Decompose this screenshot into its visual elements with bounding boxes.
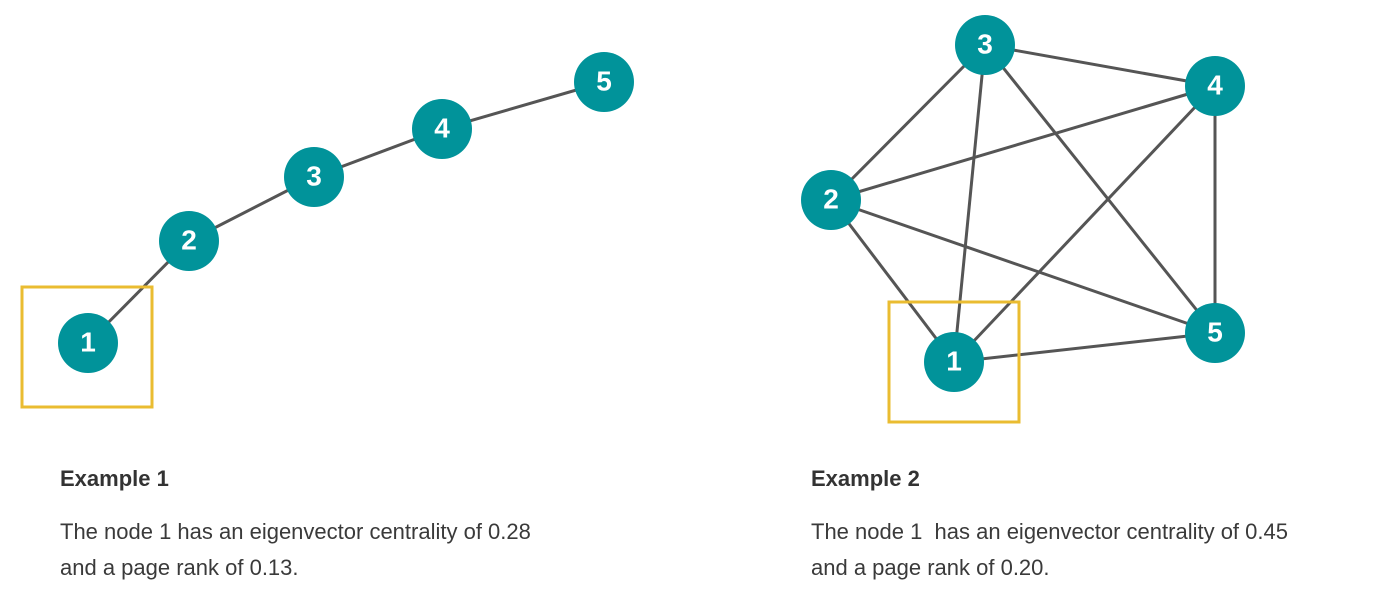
example-2-title: Example 2 [811, 466, 920, 491]
node-2-label: 2 [823, 183, 839, 214]
node-1-label: 1 [80, 326, 96, 357]
node-1: 1 [58, 313, 118, 373]
node-1-circle [58, 313, 118, 373]
example-1-line-2: and a page rank of 0.13. [60, 555, 299, 580]
node-2: 2 [801, 170, 861, 230]
node-4-circle [1185, 56, 1245, 116]
edge-3-4 [984, 43, 1216, 88]
node-4-label: 4 [1207, 69, 1223, 100]
node-3: 3 [955, 15, 1015, 75]
node-2: 2 [159, 211, 219, 271]
node-4-circle [412, 99, 472, 159]
highlight-box-node-1 [887, 300, 1021, 424]
edge-1-3 [952, 44, 987, 363]
node-5: 5 [1185, 303, 1245, 363]
example-1-line-1: The node 1 has an eigenvector centrality… [60, 519, 531, 544]
edge-1-2 [829, 199, 956, 363]
edge-1-5 [953, 331, 1216, 364]
example-2-description: The node 1 has an eigenvector centrality… [811, 514, 1400, 586]
graph-diagrams: 1 2 3 4 5 1 2 3 4 5 [20, 15, 1245, 424]
node-5-label: 5 [1207, 316, 1223, 347]
node-1-label: 1 [946, 345, 962, 376]
node-4: 4 [1185, 56, 1245, 116]
edge-2-4 [830, 84, 1216, 202]
edge-2-5 [830, 198, 1216, 335]
example-2-graph: 1 2 3 4 5 [801, 15, 1245, 424]
node-5-label: 5 [596, 65, 612, 96]
highlight-box-node-1 [20, 285, 154, 409]
node-3-label: 3 [306, 160, 322, 191]
node-1-circle [924, 332, 984, 392]
node-5-circle [1185, 303, 1245, 363]
node-3-label: 3 [977, 28, 993, 59]
node-5: 5 [574, 52, 634, 112]
example-2-line-2: and a page rank of 0.20. [811, 555, 1050, 580]
node-1: 1 [924, 332, 984, 392]
node-4: 4 [412, 99, 472, 159]
node-3-circle [284, 147, 344, 207]
edge-1-4 [952, 84, 1217, 364]
node-3: 3 [284, 147, 344, 207]
example-2-line-1: The node 1 has an eigenvector centrality… [811, 519, 1288, 544]
edge-3-5 [983, 44, 1217, 334]
node-2-label: 2 [181, 224, 197, 255]
node-2-circle [801, 170, 861, 230]
node-5-circle [574, 52, 634, 112]
example-2-caption: Example 2 The node 1 has an eigenvector … [811, 466, 1400, 586]
example-1-description: The node 1 has an eigenvector centrality… [60, 514, 660, 586]
example-1-graph: 1 2 3 4 5 [20, 52, 634, 409]
example-1-title: Example 1 [60, 466, 169, 491]
node-3-circle [955, 15, 1015, 75]
edge-2-3 [829, 43, 987, 202]
node-4-label: 4 [434, 112, 450, 143]
example-1-caption: Example 1 The node 1 has an eigenvector … [60, 466, 660, 586]
node-2-circle [159, 211, 219, 271]
